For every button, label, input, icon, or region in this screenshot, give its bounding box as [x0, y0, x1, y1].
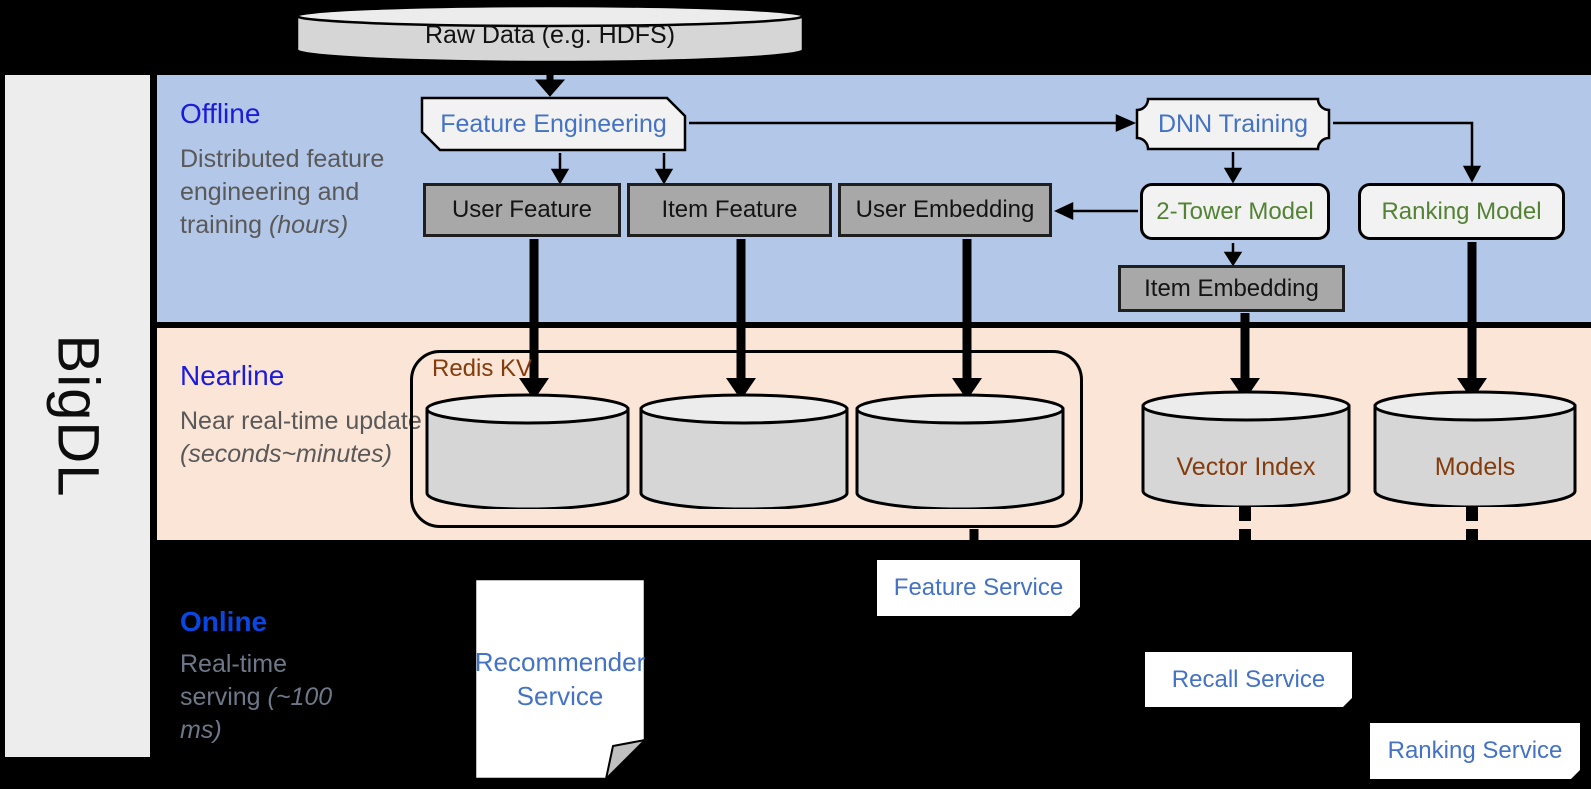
snip-corner-shape: [420, 96, 687, 152]
nearline-title: Nearline: [180, 360, 285, 391]
recommender-service-node: Recommender Service: [473, 577, 647, 781]
nearline-subtitle-note: (seconds~minutes): [180, 440, 392, 468]
redis-kv-label: Redis KV: [432, 355, 533, 382]
redis-shard-cylinder-3: [855, 393, 1065, 509]
ranking-service-node: Ranking Service: [1370, 723, 1582, 781]
raw-data-store: Raw Data (e.g. HDFS): [295, 4, 805, 62]
plaque-shape: [1135, 97, 1331, 151]
online-subtitle-note: (~100 ms): [180, 683, 333, 744]
offline-subtitle-text: Distributed feature engineering and trai…: [180, 145, 385, 239]
redis-shard-cylinder-2: [639, 393, 849, 509]
nearline-subtitle: Near real-time update (seconds~minutes): [180, 405, 428, 471]
online-subtitle-text: Real-time serving: [180, 650, 287, 711]
online-title: Online: [180, 606, 268, 637]
nearline-subtitle-text: Near real-time update: [180, 407, 422, 435]
user-feature-node: User Feature: [423, 183, 621, 237]
document-shape: [473, 577, 647, 781]
models-label: Models: [1434, 453, 1516, 481]
models-store: Models: [1373, 390, 1577, 507]
user-embedding-node: User Embedding: [838, 183, 1052, 237]
redis-shard-cylinder-1: [425, 393, 630, 509]
feature-engineering-node: Feature Engineering: [420, 96, 687, 152]
bigdl-sidebar: BigDL: [5, 75, 150, 757]
offline-subtitle: Distributed feature engineering and trai…: [180, 143, 398, 242]
dnn-training-node: DNN Training: [1135, 97, 1331, 151]
offline-title: Offline: [180, 98, 261, 129]
redis-kv-container: [410, 350, 1083, 528]
two-tower-model-node: 2-Tower Model: [1140, 183, 1330, 240]
online-subtitle: Real-time serving (~100 ms): [180, 648, 358, 747]
item-feature-node: Item Feature: [627, 183, 832, 237]
recall-service-node: Recall Service: [1145, 652, 1354, 709]
bigdl-brand-label: BigDL: [45, 334, 110, 498]
raw-data-label: Raw Data (e.g. HDFS): [424, 20, 676, 49]
recommender-service-label: Recommender Service: [474, 647, 646, 711]
dnn-training-label: DNN Training: [1157, 109, 1309, 138]
feature-engineering-label: Feature Engineering: [440, 109, 667, 138]
ranking-model-node: Ranking Model: [1358, 183, 1565, 240]
vector-index-label: Vector Index: [1176, 453, 1316, 481]
offline-subtitle-note: (hours): [268, 211, 349, 239]
feature-service-node: Feature Service: [877, 560, 1082, 618]
cylinder-shape: [295, 4, 805, 62]
item-embedding-node: Item Embedding: [1118, 265, 1345, 312]
vector-index-store: Vector Index: [1141, 390, 1351, 507]
